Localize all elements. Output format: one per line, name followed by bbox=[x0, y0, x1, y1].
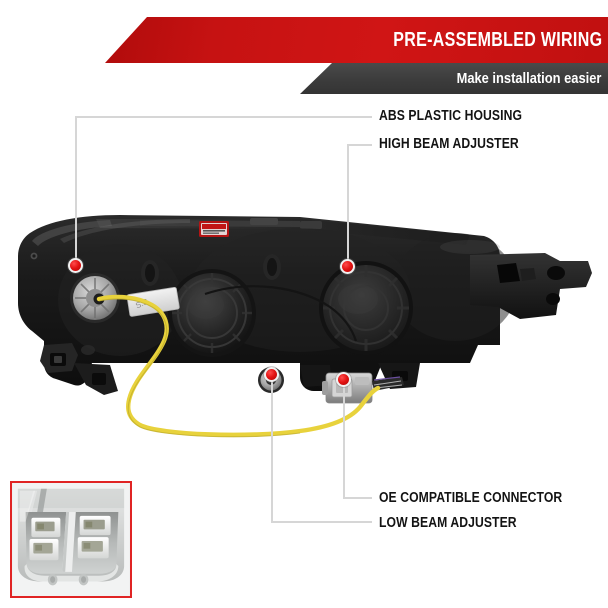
callout-label-low-beam-adjuster: LOW BEAM ADJUSTER bbox=[379, 515, 517, 531]
marker-dot-high-beam-adjuster bbox=[340, 259, 355, 274]
subhead-text: Make installation easier bbox=[456, 70, 601, 87]
marker-dot-abs-plastic-housing bbox=[68, 258, 83, 273]
leader-line-highbeam-vertical bbox=[347, 144, 349, 266]
subhead-banner: Make installation easier bbox=[300, 63, 608, 94]
callout-label-abs-plastic-housing: ABS PLASTIC HOUSING bbox=[379, 108, 523, 124]
leader-line-lowbeam-horizontal bbox=[271, 521, 372, 523]
callout-label-oe-compatible-connector: OE COMPATIBLE CONNECTOR bbox=[379, 490, 563, 506]
leader-line-oe-horizontal bbox=[343, 497, 372, 499]
leader-line-oe-vertical bbox=[343, 385, 345, 498]
leader-line-lowbeam-vertical bbox=[271, 380, 273, 522]
marker-dot-low-beam-adjuster bbox=[264, 367, 279, 382]
headlight-assembly-photo: S.S bbox=[0, 195, 608, 440]
leader-line-abs-horizontal bbox=[75, 116, 372, 118]
oe-connector-closeup-photo bbox=[10, 481, 132, 598]
headline-text: PRE-ASSEMBLED WIRING bbox=[392, 28, 602, 51]
marker-dot-oe-compatible-connector bbox=[336, 372, 351, 387]
headline-banner: PRE-ASSEMBLED WIRING bbox=[105, 17, 608, 63]
callout-label-high-beam-adjuster: HIGH BEAM ADJUSTER bbox=[379, 136, 519, 152]
leader-line-abs-vertical bbox=[75, 116, 77, 268]
leader-line-highbeam-horizontal bbox=[347, 144, 372, 146]
